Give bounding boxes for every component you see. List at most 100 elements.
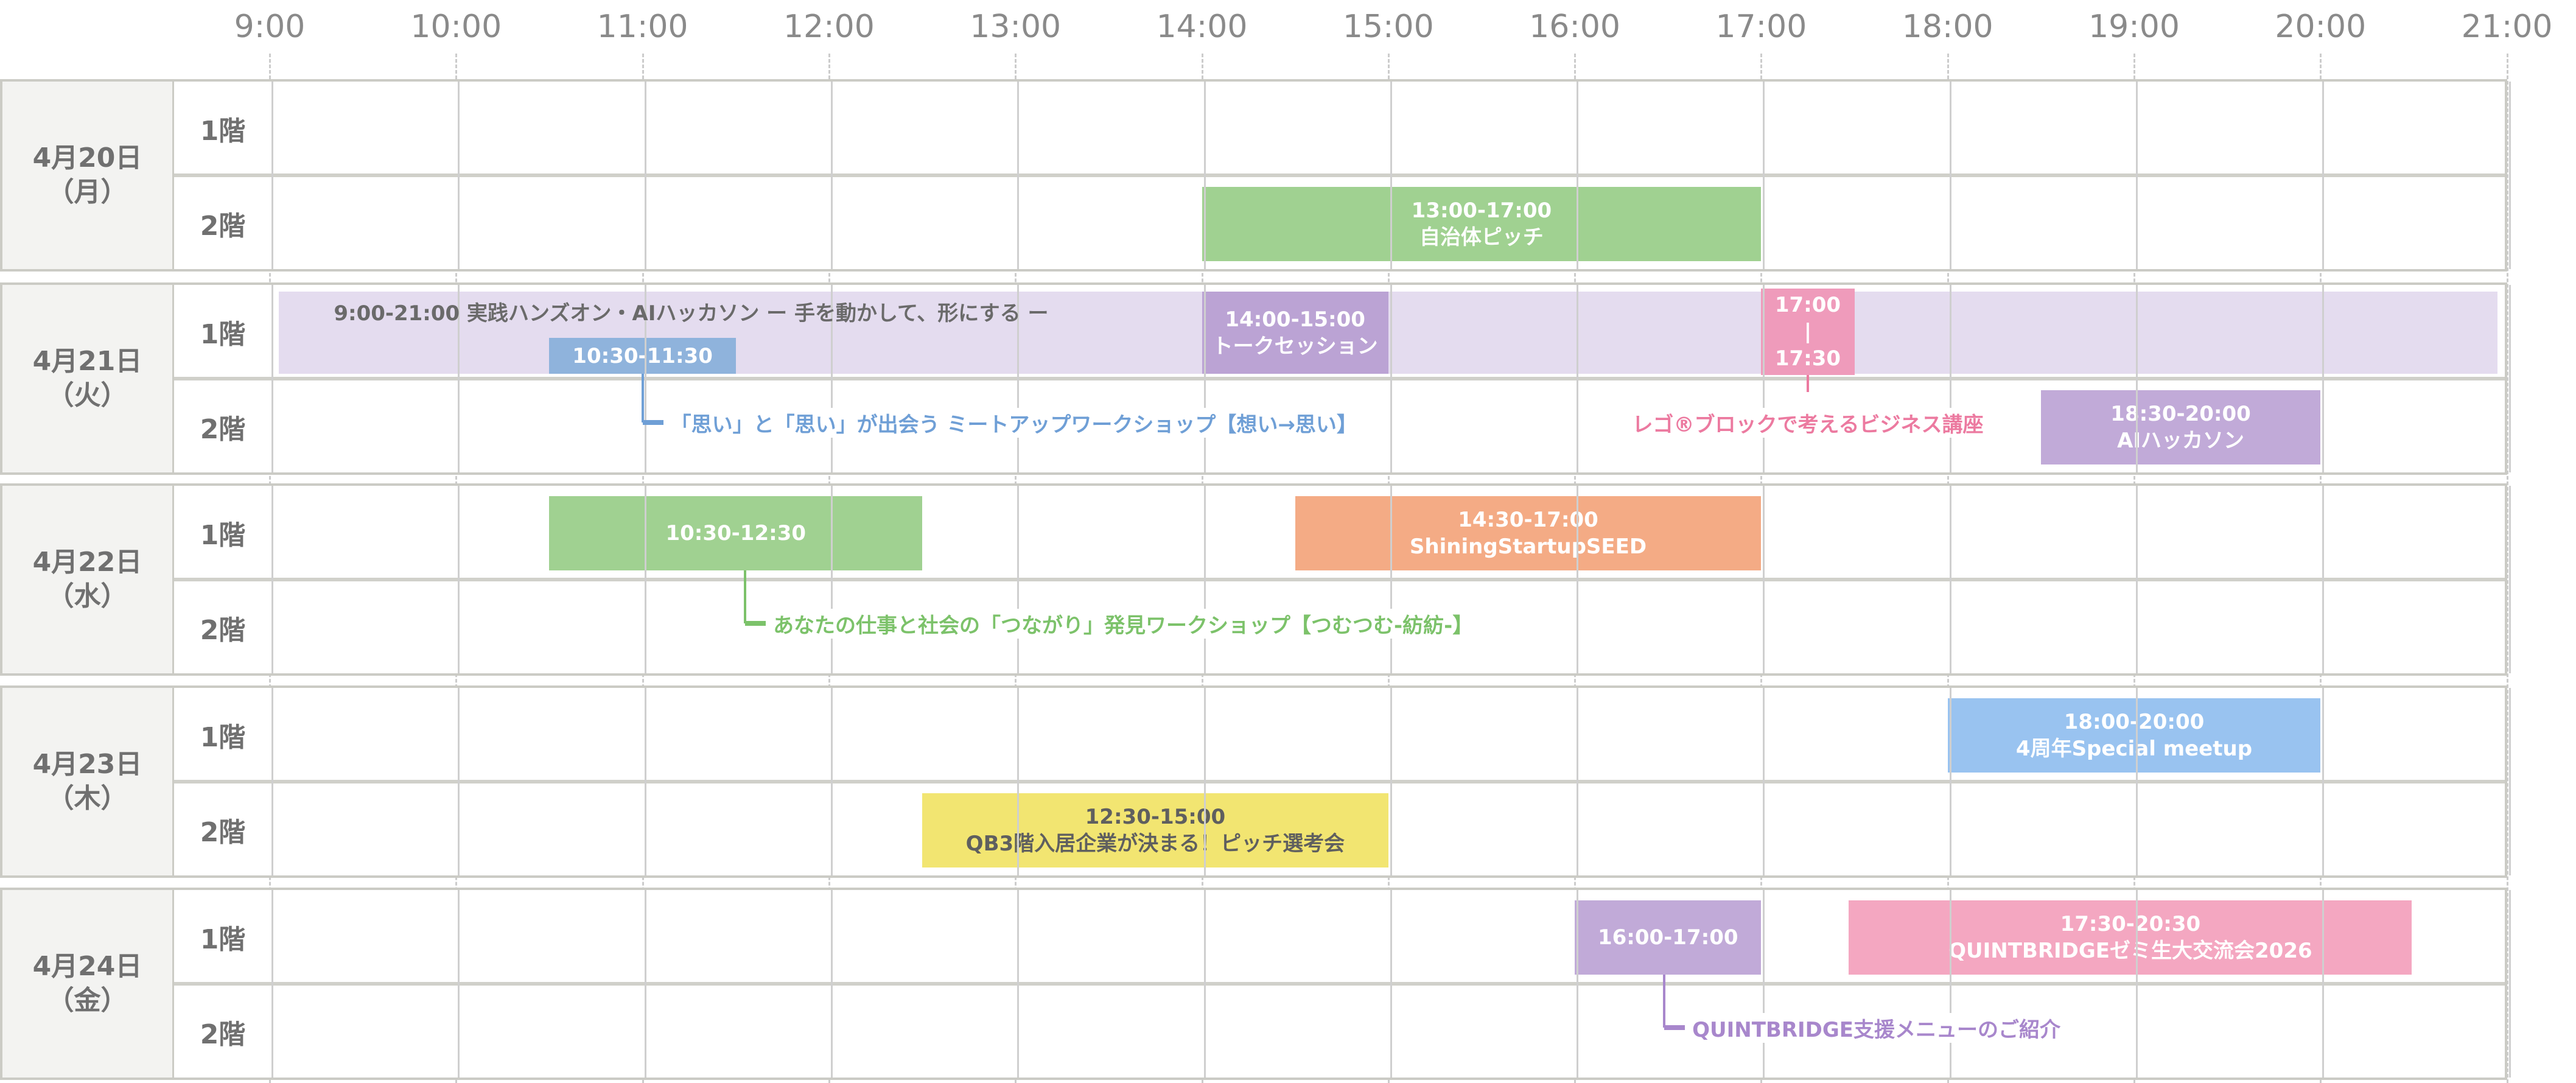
event-block[interactable]: 17:00|17:30 — [1761, 289, 1855, 375]
hour-gridline — [271, 688, 273, 875]
time-axis-label: 10:00 — [410, 9, 502, 45]
hour-gridline — [458, 285, 460, 472]
weekday-label: （火） — [47, 380, 128, 411]
weekday-label: （金） — [47, 985, 128, 1016]
event-title: AIハッカソン — [2117, 429, 2245, 453]
event-block[interactable]: 16:00-17:00 — [1575, 900, 1762, 975]
hour-gridline — [1763, 890, 1765, 1078]
callout-stub — [1664, 1025, 1685, 1030]
event-block[interactable]: 10:30-12:30 — [549, 496, 923, 570]
hour-gridline — [1763, 82, 1765, 269]
floor-label: 2階 — [200, 817, 246, 848]
floor-label: 2階 — [200, 211, 246, 242]
event-title: ShiningStartupSEED — [1409, 534, 1647, 559]
hour-gridline — [1577, 82, 1579, 269]
date-cell: 4月20日 （月） — [2, 82, 174, 269]
weekday-label: （月） — [47, 177, 128, 208]
event-time: 17:30-20:30 — [2060, 912, 2201, 936]
floor-label: 1階 — [200, 116, 246, 147]
hour-gridline — [2136, 82, 2138, 269]
date-cell: 4月24日（金） — [2, 890, 174, 1078]
event-time: 13:00-17:00 — [1411, 198, 1552, 223]
hour-gridline — [1763, 285, 1765, 472]
hour-gridline — [2136, 688, 2138, 875]
time-axis-label: 18:00 — [1902, 9, 1993, 45]
time-axis-label: 15:00 — [1342, 9, 1434, 45]
event-time: 9:00-21:00 実践ハンズオン・AIハッカソン ー 手を動かして、形にする… — [334, 301, 1049, 326]
event-time: 14:00-15:00 — [1225, 307, 1365, 332]
callout-connector — [641, 374, 644, 422]
hour-gridline — [458, 688, 460, 875]
event-block[interactable]: 10:30-11:30 — [549, 338, 736, 374]
date-cell: 4月21日（火） — [2, 285, 174, 472]
callout-label[interactable]: 「思い」と「思い」が出会う ミートアップワークショップ【想い→思い】 — [667, 408, 1361, 438]
callout-connector — [1806, 375, 1809, 392]
hour-gridline — [2136, 285, 2138, 472]
hour-gridline — [644, 82, 646, 269]
hour-gridline — [2508, 285, 2511, 472]
time-axis-label: 20:00 — [2275, 9, 2367, 45]
callout-label[interactable]: レゴ®ブロックで考えるビジネス講座 — [1628, 408, 1987, 438]
hour-gridline — [2508, 688, 2511, 875]
hour-gridline — [1949, 285, 1951, 472]
hour-gridline — [644, 486, 646, 673]
hour-gridline — [2322, 890, 2325, 1078]
hour-gridline — [2322, 82, 2325, 269]
hour-gridline — [830, 82, 833, 269]
floor-label: 1階 — [200, 520, 246, 551]
floor-divider — [174, 578, 2505, 581]
hour-gridline — [1949, 82, 1951, 269]
date-label: 4月23日 — [32, 749, 142, 780]
date-cell: 4月23日（木） — [2, 688, 174, 875]
weekday-label: （木） — [47, 783, 128, 814]
hour-gridline — [2508, 890, 2511, 1078]
date-label: 4月21日 — [32, 346, 142, 377]
event-time: 18:00-20:00 — [2063, 710, 2205, 734]
floor-label: 1階 — [200, 924, 246, 955]
floor-label: 1階 — [200, 722, 246, 753]
event-time: 14:30-17:00 — [1458, 508, 1598, 532]
hour-gridline — [458, 890, 460, 1078]
event-title: トークセッション — [1212, 334, 1378, 359]
hour-gridline — [1577, 486, 1579, 673]
time-axis-label: 17:00 — [1715, 9, 1807, 45]
floor-divider — [174, 377, 2505, 380]
hour-gridline — [1949, 890, 1951, 1078]
hour-gridline — [1203, 486, 1206, 673]
callout-label[interactable]: あなたの仕事と社会の「つながり」発見ワークショップ【つむつむ-紡紡-】 — [769, 609, 1477, 639]
hour-gridline — [2136, 486, 2138, 673]
date-label: 4月20日 — [32, 142, 142, 173]
hour-gridline — [2508, 486, 2511, 673]
callout-connector — [1663, 975, 1666, 1028]
event-time: 10:30-12:30 — [665, 521, 807, 545]
floor-label: 2階 — [200, 615, 246, 646]
time-axis-label: 19:00 — [2088, 9, 2180, 45]
hour-gridline — [458, 82, 460, 269]
hour-gridline — [2508, 82, 2511, 269]
hour-gridline — [1577, 688, 1579, 875]
hour-gridline — [1203, 890, 1206, 1078]
event-title: 自治体ピッチ — [1419, 225, 1544, 250]
hour-gridline — [830, 285, 833, 472]
weekday-label: （水） — [47, 581, 128, 612]
time-axis-label: 9:00 — [234, 9, 306, 45]
event-title: QUINTBRIDGEゼミ生大交流会2026 — [1948, 939, 2312, 963]
hour-gridline — [1577, 285, 1579, 472]
time-axis-label: 14:00 — [1156, 9, 1248, 45]
event-time: 16:00-17:00 — [1597, 925, 1738, 950]
hour-gridline — [1390, 890, 1392, 1078]
hour-gridline — [1390, 688, 1392, 875]
time-axis-label: 21:00 — [2461, 9, 2553, 45]
event-time: 10:30-11:30 — [572, 343, 713, 368]
hour-gridline — [1017, 688, 1020, 875]
hour-gridline — [1203, 82, 1206, 269]
date-cell: 4月22日（水） — [2, 486, 174, 673]
callout-label[interactable]: QUINTBRIDGE支援メニューのご紹介 — [1689, 1013, 2065, 1043]
